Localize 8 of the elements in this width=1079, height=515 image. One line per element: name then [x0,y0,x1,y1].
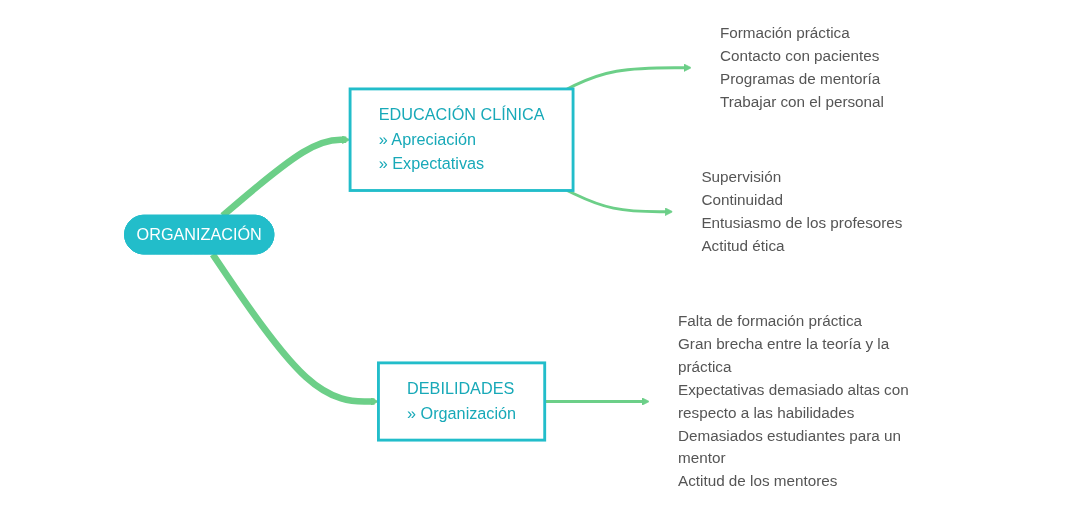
node-text: Supervisión Continuidad Entusiasmo de los profesores Actitud ética [701,168,903,254]
arrow [544,397,650,406]
arrow [566,189,674,216]
node-box: EDUCACIÓN CLÍNICA » Apreciación » Expectativas [348,87,575,192]
node-box: DEBILIDADES » Organización [376,361,547,442]
arrow [209,252,379,406]
node-text: Falta de formación práctica Gran brecha entre la teoría y la práctica Expectativas demasiado altas con respecto a las habilidades Demasiados estudiantes para un mentor Actitud de los mentores [677,312,909,490]
node-text: Formación práctica Contacto con pacientes Programas de mentoría Trabajar con el personal [719,24,884,110]
